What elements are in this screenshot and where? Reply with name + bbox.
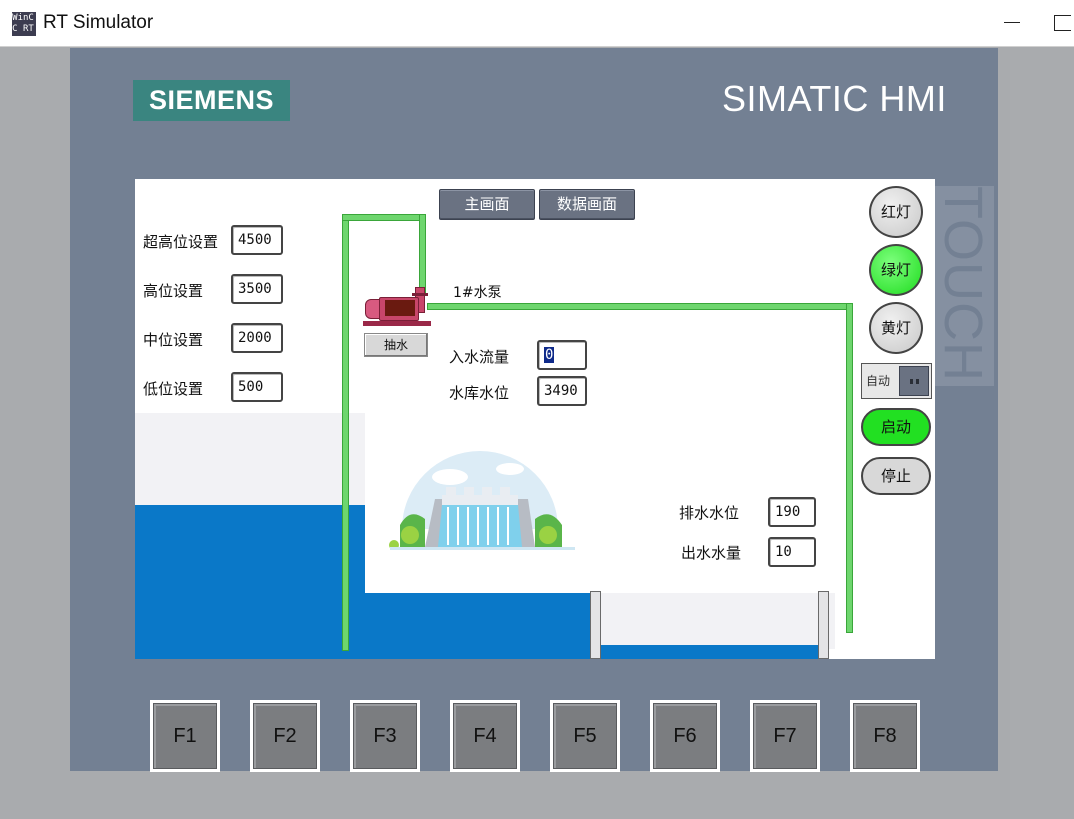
stop-button[interactable]: 停止	[861, 457, 931, 495]
intake-pipe-vertical	[342, 214, 349, 651]
drain-tank	[590, 593, 835, 649]
f5-key[interactable]: F5	[550, 700, 620, 772]
f2-key[interactable]: F2	[250, 700, 320, 772]
pump-button[interactable]: 抽水	[364, 333, 428, 357]
touch-label: TOUCH	[934, 186, 994, 386]
f4-key-label: F4	[453, 703, 517, 769]
f6-key[interactable]: F6	[650, 700, 720, 772]
drain-tank-left-wall	[590, 591, 601, 659]
auto-mode-switch[interactable]: 自动	[861, 363, 932, 399]
f5-key-label: F5	[553, 703, 617, 769]
f3-key-label: F3	[353, 703, 417, 769]
inflow-input[interactable]: 0	[537, 340, 587, 370]
high-level-input[interactable]: 3500	[231, 274, 283, 304]
mid-level-input[interactable]: 2000	[231, 323, 283, 353]
hmi-screen: 主画面 数据画面 超高位设置 4500 高位设置 3500 中位设置 2000 …	[135, 179, 935, 659]
dam-illustration	[389, 451, 575, 550]
window-title: RT Simulator	[43, 12, 154, 33]
outlet-pipe-horizontal	[427, 303, 853, 310]
level-label-ultra-high: 超高位设置	[143, 233, 219, 251]
green-lamp: 绿灯	[869, 244, 923, 296]
inflow-label: 入水流量	[449, 348, 510, 366]
pump-base	[363, 321, 431, 326]
water-body	[135, 505, 365, 659]
drain-water	[601, 645, 819, 659]
maximize-icon[interactable]	[1048, 10, 1074, 34]
water-pump-icon[interactable]	[363, 283, 433, 327]
siemens-logo: SIEMENS	[133, 80, 290, 121]
f3-key[interactable]: F3	[350, 700, 420, 772]
tank-background	[135, 413, 365, 505]
outflow-label: 出水水量	[681, 544, 742, 562]
level-label-low: 低位设置	[143, 380, 204, 398]
drain-level-output: 190	[768, 497, 816, 527]
outlet-pipe-vertical	[846, 303, 853, 633]
low-level-input[interactable]: 500	[231, 372, 283, 402]
f7-key[interactable]: F7	[750, 700, 820, 772]
reservoir-level-label: 水库水位	[449, 384, 510, 402]
f8-key[interactable]: F8	[850, 700, 920, 772]
simatic-hmi-label: SIMATIC HMI	[722, 78, 947, 119]
water-body-bottom	[365, 593, 590, 659]
reservoir-level-output: 3490	[537, 376, 587, 406]
drain-level-label: 排水水位	[679, 504, 740, 522]
switch-knob	[899, 366, 929, 396]
f1-key-label: F1	[153, 703, 217, 769]
minimize-icon[interactable]	[1000, 10, 1024, 34]
yellow-lamp: 黄灯	[869, 302, 923, 354]
wincc-app-icon: WinCC RT	[12, 12, 36, 36]
f8-key-label: F8	[853, 703, 917, 769]
intake-pipe-down	[419, 214, 426, 294]
pump-flange	[412, 293, 428, 296]
ultra-high-level-input[interactable]: 4500	[231, 225, 283, 255]
red-lamp: 红灯	[869, 186, 923, 238]
level-label-mid: 中位设置	[143, 331, 204, 349]
outflow-input[interactable]: 10	[768, 537, 816, 567]
f7-key-label: F7	[753, 703, 817, 769]
intake-pipe-top	[342, 214, 426, 221]
title-bar: WinCC RT RT Simulator	[0, 0, 1074, 47]
f4-key[interactable]: F4	[450, 700, 520, 772]
pump-name-label: 1#水泵	[453, 285, 502, 301]
drain-tank-right-wall	[818, 591, 829, 659]
pump-window	[385, 300, 415, 316]
switch-label: 自动	[866, 374, 891, 388]
level-label-high: 高位设置	[143, 282, 204, 300]
data-screen-button[interactable]: 数据画面	[539, 189, 635, 220]
f1-key[interactable]: F1	[150, 700, 220, 772]
start-button[interactable]: 启动	[861, 408, 931, 446]
f2-key-label: F2	[253, 703, 317, 769]
f6-key-label: F6	[653, 703, 717, 769]
main-screen-button[interactable]: 主画面	[439, 189, 535, 220]
